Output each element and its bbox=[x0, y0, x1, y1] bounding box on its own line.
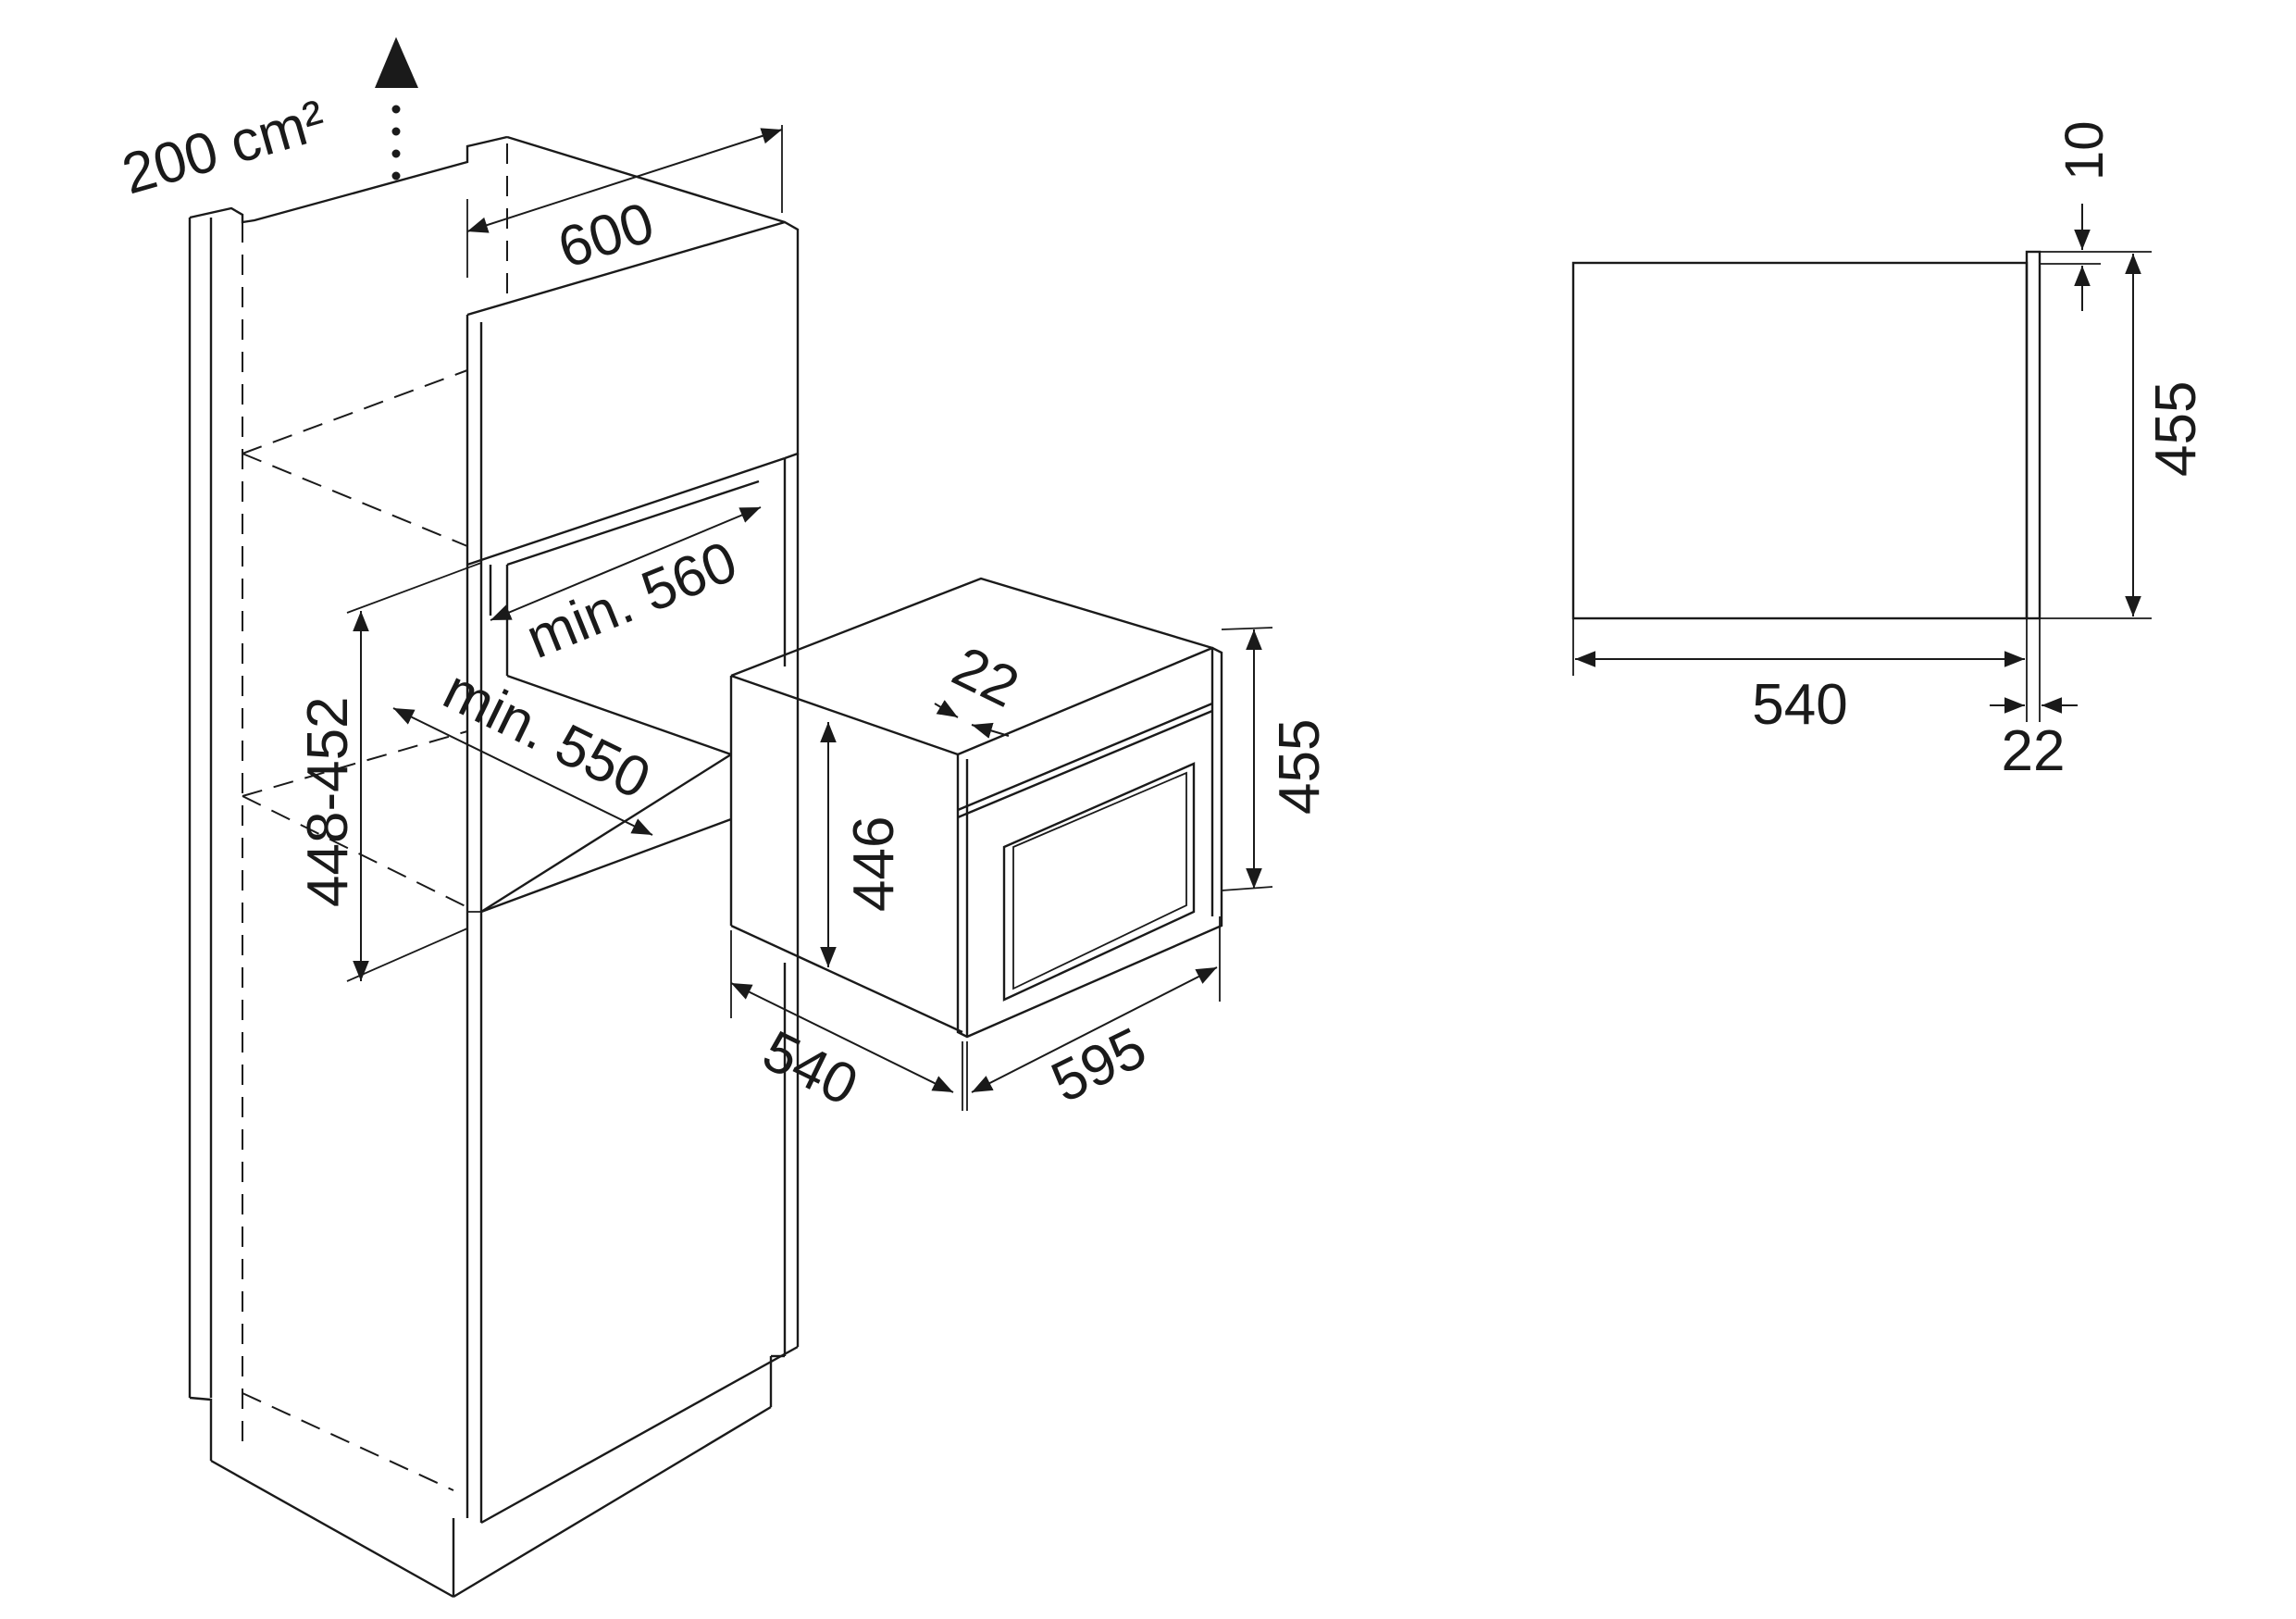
oven-drawing bbox=[729, 577, 1223, 1039]
front-thickness-label: 22 bbox=[943, 635, 1028, 720]
side-height-label: 455 bbox=[2144, 381, 2208, 477]
appliance-depth-label: 540 bbox=[753, 1019, 867, 1118]
niche-height-label: 448-452 bbox=[296, 696, 360, 907]
cabinet-drawing bbox=[188, 37, 800, 1599]
cabinet-width-label: 600 bbox=[551, 191, 662, 281]
side-frame-offset-label: 10 bbox=[2054, 120, 2115, 181]
iso-dimensions bbox=[346, 125, 1273, 1111]
side-depth-label: 540 bbox=[1752, 673, 1847, 737]
vent-arrow-icon bbox=[375, 37, 418, 88]
appliance-height-label: 455 bbox=[1268, 719, 1332, 815]
side-front-thickness-label: 22 bbox=[2002, 719, 2066, 783]
side-view-drawing bbox=[1571, 204, 2152, 722]
appliance-width-label: 595 bbox=[1042, 1015, 1156, 1115]
appliance-inner-height-label: 446 bbox=[842, 816, 906, 912]
vent-area-label: 200 cm² bbox=[116, 88, 332, 206]
